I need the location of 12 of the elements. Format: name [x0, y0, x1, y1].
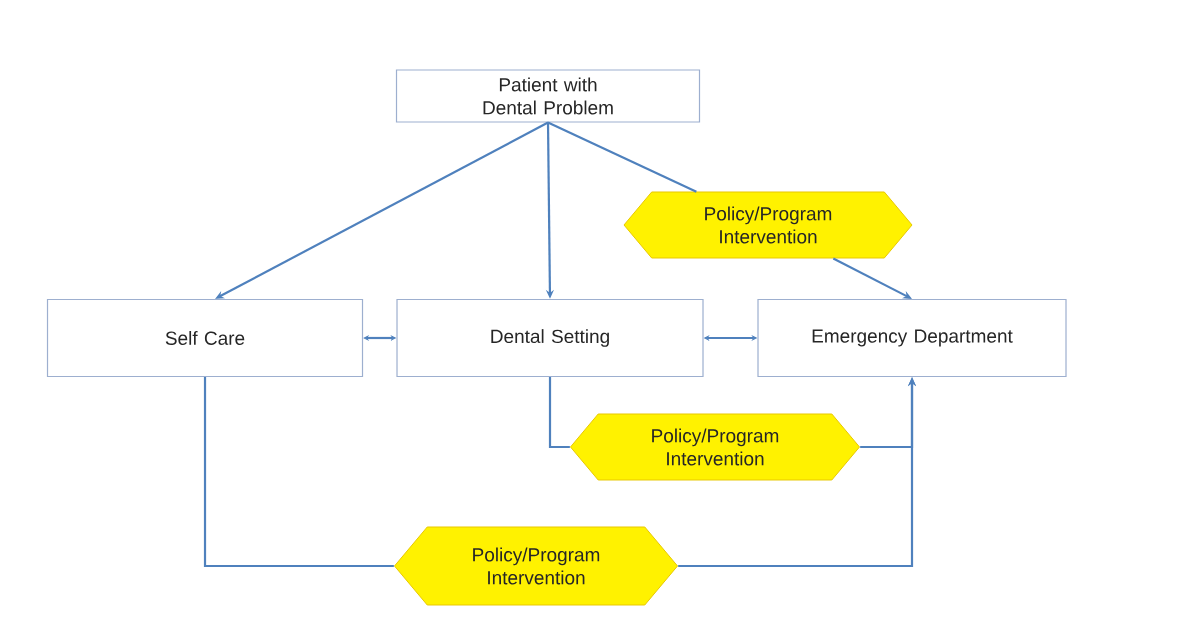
connector-line [548, 377, 570, 449]
intervention-hexagon: Policy/Program Intervention [394, 526, 678, 606]
arrow [215, 121, 549, 299]
intervention-hexagon: Policy/Program Intervention [570, 413, 860, 481]
intervention-hexagon: Policy/Program Intervention [623, 191, 913, 259]
connector-line [547, 121, 697, 193]
process-box: Emergency Department [757, 298, 1067, 378]
process-box: Self Care [46, 298, 364, 378]
connector-line [203, 377, 394, 568]
arrow [832, 257, 912, 299]
process-box: Patient with Dental Problem [395, 69, 701, 123]
process-box: Dental Setting [396, 298, 704, 378]
